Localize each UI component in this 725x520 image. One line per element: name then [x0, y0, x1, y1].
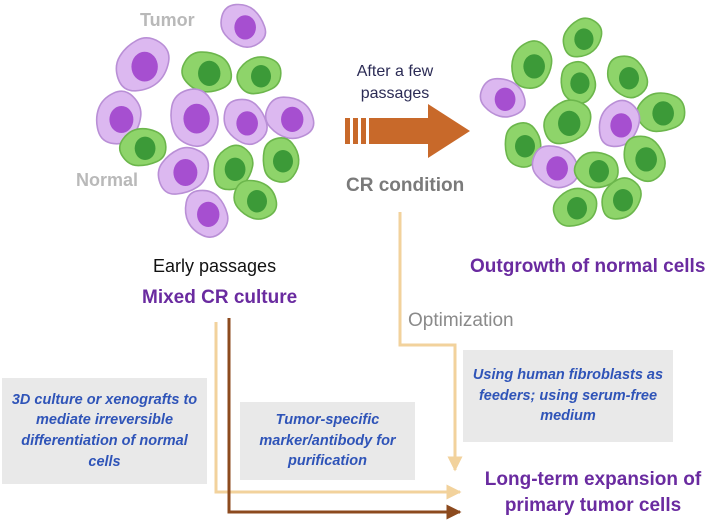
- tumor-cell: [264, 96, 315, 140]
- tumor-cell: [115, 37, 170, 92]
- cell-nucleus: [652, 101, 674, 126]
- normal-cell: [118, 127, 167, 167]
- tumor-cell: [223, 98, 268, 146]
- three-d-culture-text: 3D culture or xenografts to mediate irre…: [11, 391, 198, 470]
- cell-nucleus: [224, 157, 246, 181]
- fibroblast-box: Using human fibroblasts as feeders; usin…: [463, 350, 673, 442]
- cell-nucleus: [198, 60, 221, 86]
- cell-nucleus: [515, 135, 535, 158]
- cell-nucleus: [197, 201, 220, 227]
- cell-nucleus: [558, 110, 581, 136]
- tumor-cell: [157, 146, 210, 195]
- normal-cell: [213, 144, 254, 191]
- normal-cell: [560, 60, 597, 105]
- tumor-cell: [598, 99, 641, 148]
- cell-nucleus: [589, 160, 609, 183]
- tumor-cell: [531, 145, 579, 189]
- cell-nucleus: [247, 190, 267, 213]
- long-term-expansion-label: Long-term expansion of primary tumor cel…: [484, 469, 702, 516]
- cell-nucleus: [173, 159, 198, 186]
- outgrowth-label: Outgrowth of normal cells: [470, 256, 706, 277]
- fibroblast-text: Using human fibroblasts as feeders; usin…: [472, 367, 664, 425]
- normal-cell: [573, 151, 619, 189]
- normal-cell: [543, 99, 592, 145]
- mixed-culture-label: Mixed CR culture: [142, 287, 298, 308]
- cell-nucleus: [613, 189, 633, 212]
- cell-nucleus: [273, 150, 293, 173]
- tumor-cell: [95, 90, 142, 145]
- cell-nucleus: [134, 136, 156, 160]
- normal-cell: [606, 55, 649, 99]
- cell-nucleus: [635, 147, 657, 172]
- normal-cell: [601, 177, 642, 220]
- optimization-label: Optimization: [408, 310, 514, 331]
- optimization-line: [398, 212, 463, 472]
- marker-text: Tumor-specific marker/antibody for purif…: [259, 412, 396, 470]
- cell-nucleus: [546, 156, 568, 181]
- cell-nucleus: [251, 65, 271, 88]
- cell-nucleus: [574, 28, 594, 50]
- normal-label: Normal: [76, 170, 139, 190]
- normal-cell: [636, 92, 686, 133]
- mixed-culture-cells: [95, 3, 315, 238]
- cell-nucleus: [236, 111, 258, 136]
- tumor-cell: [184, 189, 229, 238]
- cr-condition-label: CR condition: [346, 175, 465, 196]
- cell-nucleus: [131, 51, 158, 82]
- cell-nucleus: [523, 54, 545, 79]
- cell-nucleus: [109, 106, 134, 133]
- cell-nucleus: [570, 72, 590, 94]
- normal-cell: [181, 51, 233, 93]
- cell-nucleus: [494, 87, 516, 112]
- cell-nucleus: [281, 106, 304, 132]
- cell-nucleus: [610, 113, 632, 138]
- arrow-label: After a few passages: [356, 63, 434, 102]
- outgrowth-cells: [479, 17, 686, 227]
- passage-arrow: [345, 104, 470, 158]
- tumor-cell: [479, 77, 526, 118]
- normal-cell: [236, 56, 282, 95]
- dark-path-line: [227, 318, 462, 520]
- cell-nucleus: [183, 103, 210, 134]
- normal-cell: [562, 17, 603, 58]
- early-passages-label: Early passages: [153, 256, 277, 276]
- light-path-line: [214, 322, 462, 500]
- three-d-culture-box: 3D culture or xenografts to mediate irre…: [2, 378, 207, 484]
- marker-box: Tumor-specific marker/antibody for purif…: [240, 402, 415, 480]
- tumor-cell: [170, 88, 219, 148]
- cell-nucleus: [234, 15, 256, 40]
- normal-cell: [233, 179, 278, 220]
- cell-nucleus: [619, 67, 639, 90]
- normal-cell: [552, 187, 598, 227]
- normal-cell: [623, 135, 666, 183]
- tumor-cell: [220, 3, 267, 49]
- normal-cell: [262, 137, 300, 183]
- cell-nucleus: [567, 197, 587, 220]
- tumor-label: Tumor: [140, 10, 195, 30]
- normal-cell: [511, 40, 553, 89]
